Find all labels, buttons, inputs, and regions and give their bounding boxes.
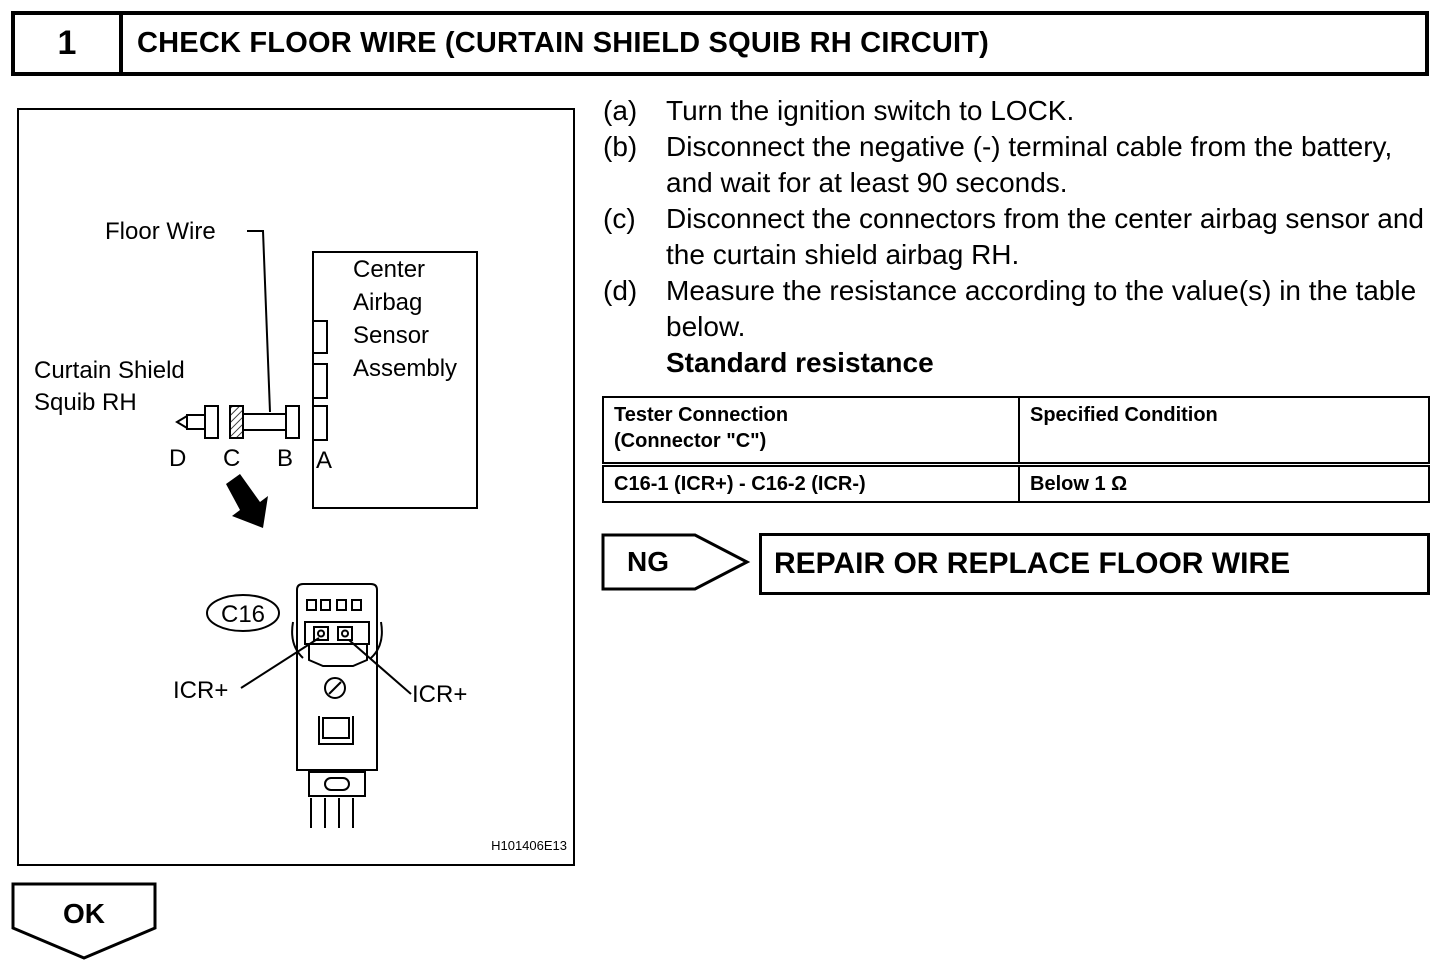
instruction-text: Turn the ignition switch to LOCK. <box>666 95 1075 126</box>
instruction-letter: (c) <box>603 203 636 234</box>
table-header-row: Tester Connection (Connector "C") Specif… <box>602 396 1430 467</box>
instruction-d: (d) Measure the resistance according to … <box>603 273 1443 345</box>
squib-label-2: Squib RH <box>34 389 137 416</box>
table-row: C16-1 (ICR+) - C16-2 (ICR-) Below 1 Ω <box>602 463 1430 503</box>
ng-label: NG <box>627 546 669 577</box>
step-number: 1 <box>15 15 123 72</box>
instruction-a: (a) Turn the ignition switch to LOCK. <box>603 93 1443 129</box>
terminal-label-right: ICR+ <box>412 681 467 708</box>
step-header: 1 CHECK FLOOR WIRE (CURTAIN SHIELD SQUIB… <box>11 11 1429 76</box>
instruction-text: Disconnect the connectors from the cente… <box>666 203 1424 270</box>
instruction-b: (b) Disconnect the negative (-) terminal… <box>603 129 1443 201</box>
instruction-list: (a) Turn the ignition switch to LOCK. (b… <box>603 93 1443 381</box>
sensor-label-3: Sensor <box>353 322 429 349</box>
wiring-diagram: Floor Wire Center Airbag Sensor Assembly… <box>34 218 567 853</box>
connector-d <box>204 405 219 439</box>
table-header-cell: Specified Condition <box>1018 396 1430 467</box>
ok-label: OK <box>63 898 105 929</box>
squib-label-1: Curtain Shield <box>34 357 185 384</box>
letter-c: C <box>223 445 240 472</box>
instruction-c: (c) Disconnect the connectors from the c… <box>603 201 1443 273</box>
ok-arrow-icon: OK <box>11 882 157 960</box>
instruction-letter: (b) <box>603 131 638 162</box>
connector-c <box>229 405 244 439</box>
table-header-cell: Tester Connection (Connector "C") <box>602 396 1020 467</box>
c16-connector-icon <box>291 583 383 828</box>
sensor-label-4: Assembly <box>353 355 457 382</box>
letter-a: A <box>316 447 332 474</box>
table-cell: C16-1 (ICR+) - C16-2 (ICR-) <box>602 463 1020 503</box>
letter-b: B <box>277 445 293 472</box>
ng-arrow-icon: NG <box>601 533 751 591</box>
floor-wire-label: Floor Wire <box>105 218 216 245</box>
terminal-label-left: ICR+ <box>173 677 228 704</box>
connector-a <box>312 405 328 441</box>
center-airbag-sensor <box>312 251 478 509</box>
sensor-label-1: Center <box>353 256 425 283</box>
letter-d: D <box>169 445 186 472</box>
wiring-figure: Floor Wire Center Airbag Sensor Assembly… <box>17 108 575 866</box>
connector-b <box>285 405 300 439</box>
spec-table: Tester Connection (Connector "C") Specif… <box>602 396 1430 503</box>
sensor-label-2: Airbag <box>353 289 422 316</box>
instruction-text: Disconnect the negative (-) terminal cab… <box>666 131 1393 198</box>
arrow-down-icon <box>226 474 268 528</box>
connector-id: C16 <box>221 601 265 628</box>
instruction-text: Measure the resistance according to the … <box>666 275 1417 342</box>
step-title: CHECK FLOOR WIRE (CURTAIN SHIELD SQUIB R… <box>137 27 990 59</box>
ng-result-box: REPAIR OR REPLACE FLOOR WIRE <box>759 533 1430 595</box>
figure-code: H101406E13 <box>491 838 567 853</box>
table-cell: Below 1 Ω <box>1018 463 1430 503</box>
instruction-letter: (d) <box>603 275 638 306</box>
instruction-letter: (a) <box>603 95 638 126</box>
standard-resistance-label: Standard resistance <box>666 347 934 378</box>
